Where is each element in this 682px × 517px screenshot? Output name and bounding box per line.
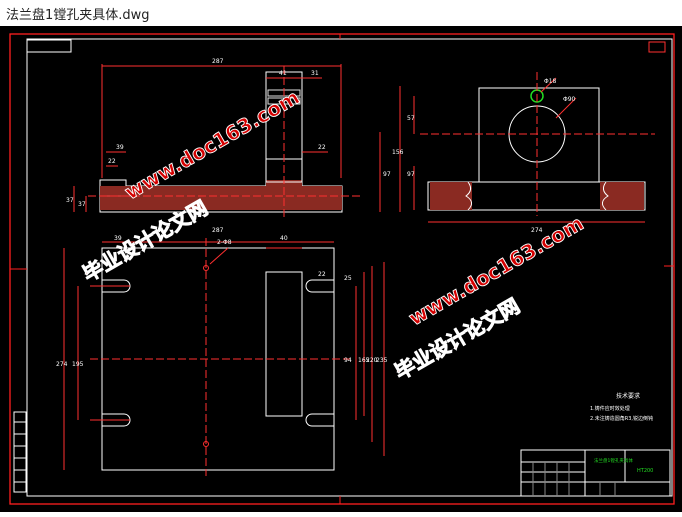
dim-220: 220	[366, 357, 378, 364]
dim-274-plan: 274	[56, 361, 68, 368]
dim-25: 25	[344, 275, 352, 282]
dim-22a: 22	[108, 158, 116, 165]
dim-165: 165	[358, 357, 370, 364]
dim-97-side: 97	[407, 171, 415, 178]
dim-31: 31	[311, 70, 319, 77]
title-block: 法兰盘1镗孔夹具体 HT200	[520, 449, 671, 497]
dim-39-plan: 39	[114, 235, 122, 242]
title-bar: 法兰盘1镗孔夹具体.dwg	[0, 0, 682, 27]
title-cell-2: HT200	[637, 468, 653, 474]
dim-dia: Φ90	[563, 96, 576, 103]
dim-57: 57	[407, 115, 415, 122]
notes-line2: 2.未注铸造圆角R3,锐边倒钝	[590, 415, 653, 422]
side-view: Φ18 Φ90 156 57 97 274	[392, 72, 655, 234]
dim-hole: Φ18	[544, 78, 557, 85]
watermarks: www.doc163.com 毕业设计论文网 www.doc163.com 毕业…	[78, 84, 588, 384]
corner-mark	[648, 41, 666, 53]
title-cell-1: 法兰盘1镗孔夹具体	[594, 457, 633, 464]
dim-41: 41	[279, 70, 287, 77]
top-view: 287 41 31 39 22 22 97 37 37	[66, 58, 391, 218]
dim-22b: 22	[318, 144, 326, 151]
dim-width: 287	[212, 58, 224, 65]
notes-line1: 1.铸件应时效处理	[590, 405, 630, 412]
dim-287-plan: 287	[212, 227, 224, 234]
dim-37a: 37	[66, 197, 74, 204]
window-title: 法兰盘1镗孔夹具体.dwg	[6, 8, 150, 23]
dim-39: 39	[116, 144, 124, 151]
tech-notes: 技术要求 1.铸件应时效处理 2.未注铸造圆角R3,锐边倒钝	[590, 392, 653, 422]
dim-37b: 37	[78, 201, 86, 208]
drawing-canvas[interactable]: 287 41 31 39 22 22 97 37 37 Φ18 Φ90 156 …	[0, 26, 682, 512]
inner-border	[26, 38, 673, 497]
dim-slot: 2-Φ8	[217, 239, 232, 246]
dim-274: 274	[531, 227, 543, 234]
dim-235: 235	[376, 357, 388, 364]
revision-strip	[13, 411, 27, 493]
plan-view: 39 287 2-Φ8 40 22 25 274 195 94 165 220 …	[56, 227, 388, 476]
dim-22-plan: 22	[318, 271, 326, 278]
cad-drawing: 287 41 31 39 22 22 97 37 37 Φ18 Φ90 156 …	[9, 33, 675, 505]
dim-195: 195	[72, 361, 84, 368]
dim-40: 40	[280, 235, 288, 242]
dim-97: 97	[383, 171, 391, 178]
notes-title: 技术要求	[616, 392, 640, 400]
code-box	[26, 39, 72, 53]
dim-156: 156	[392, 149, 404, 156]
dim-94: 94	[344, 357, 352, 364]
